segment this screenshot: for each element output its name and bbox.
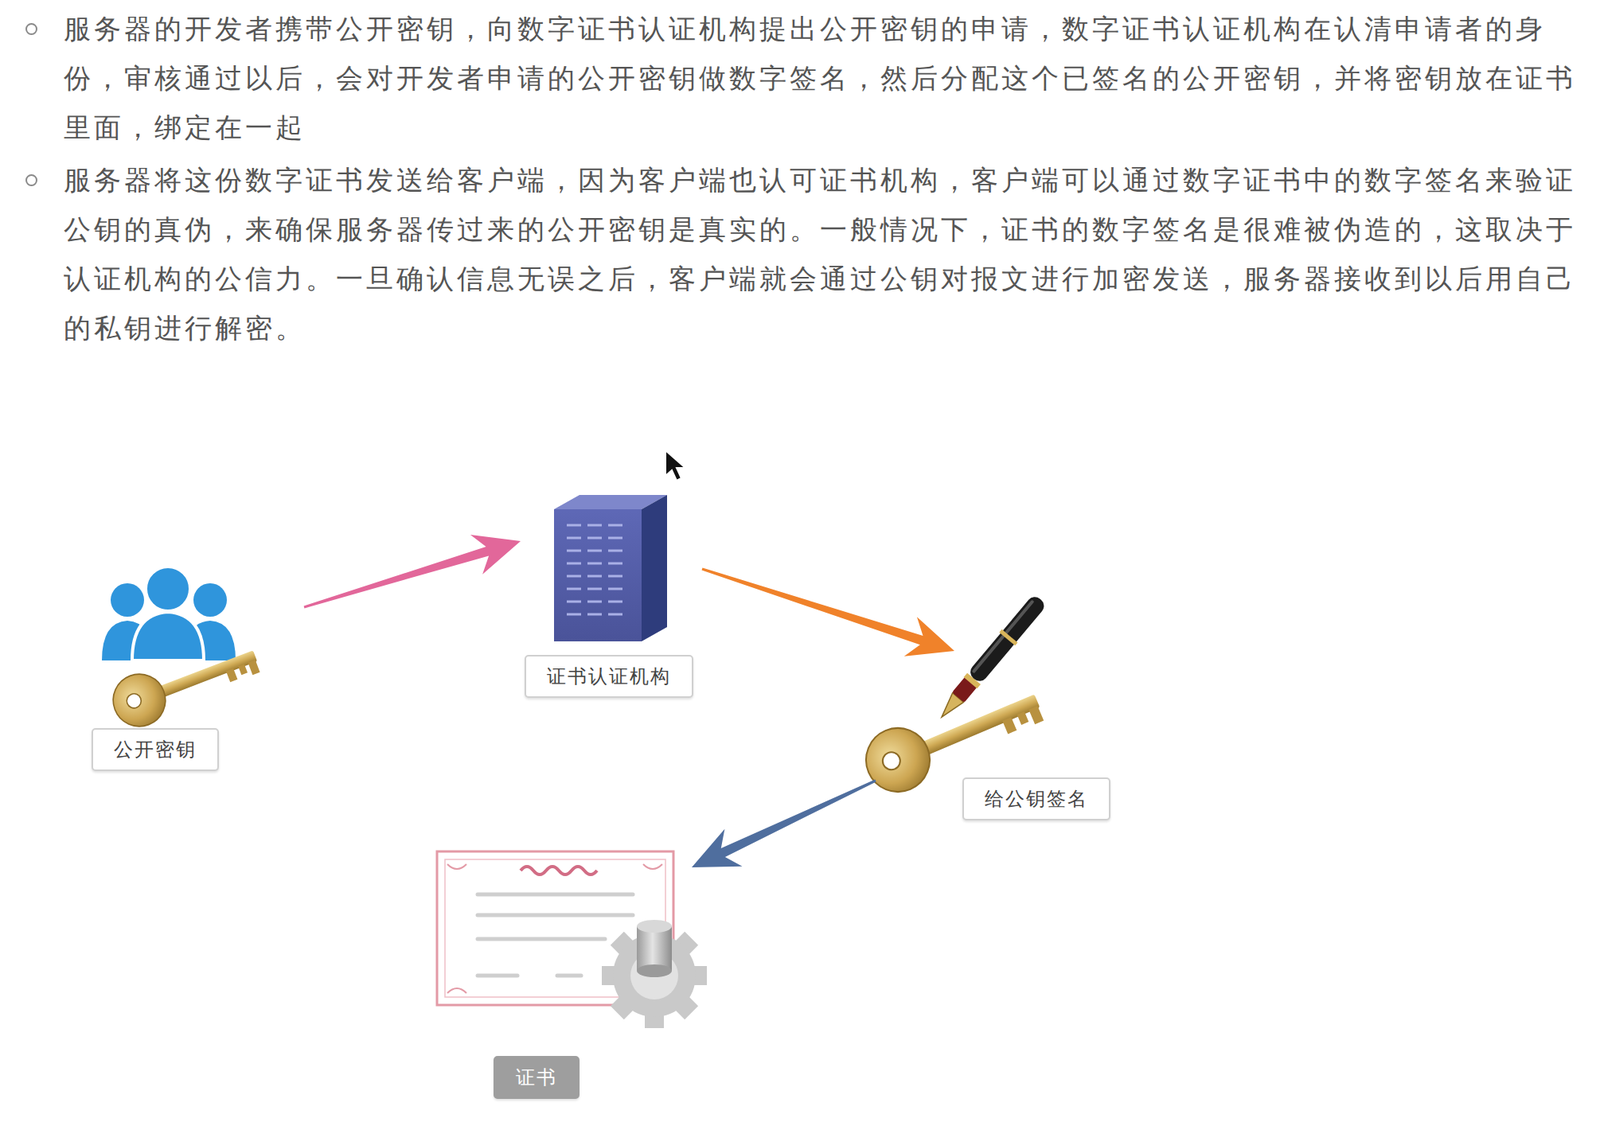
icon-node: 给公钥签名 — [871, 589, 1143, 826]
node-label: 证书 — [493, 1056, 580, 1100]
bullet-paragraph: 服务器的开发者携带公开密钥，向数字证书认证机构提出公开密钥的申请，数字证书认证机… — [63, 3, 1577, 153]
bullet-paragraph: 服务器将这份数字证书发送给客户端，因为客户端也认可证书机构，客户端可以通过数字证… — [63, 155, 1577, 353]
node-label: 公开密钥 — [91, 728, 219, 772]
bullet-dot — [25, 23, 38, 36]
bullet-dot — [25, 174, 38, 187]
key-icon — [105, 632, 266, 735]
flow-arrow — [702, 568, 956, 657]
icon-node: 证书认证机构 — [509, 489, 709, 703]
certificate-icon — [437, 851, 707, 1029]
icon-node: 证书 — [429, 847, 685, 1105]
flow-arrow — [691, 780, 877, 868]
flow-arrow — [304, 534, 521, 609]
server-icon — [554, 495, 668, 642]
node-label: 给公钥签名 — [962, 777, 1111, 821]
icon-node: 公开密钥 — [71, 549, 239, 777]
people-icon — [101, 566, 236, 661]
mouse-cursor — [665, 450, 686, 481]
node-label: 证书认证机构 — [524, 655, 694, 699]
